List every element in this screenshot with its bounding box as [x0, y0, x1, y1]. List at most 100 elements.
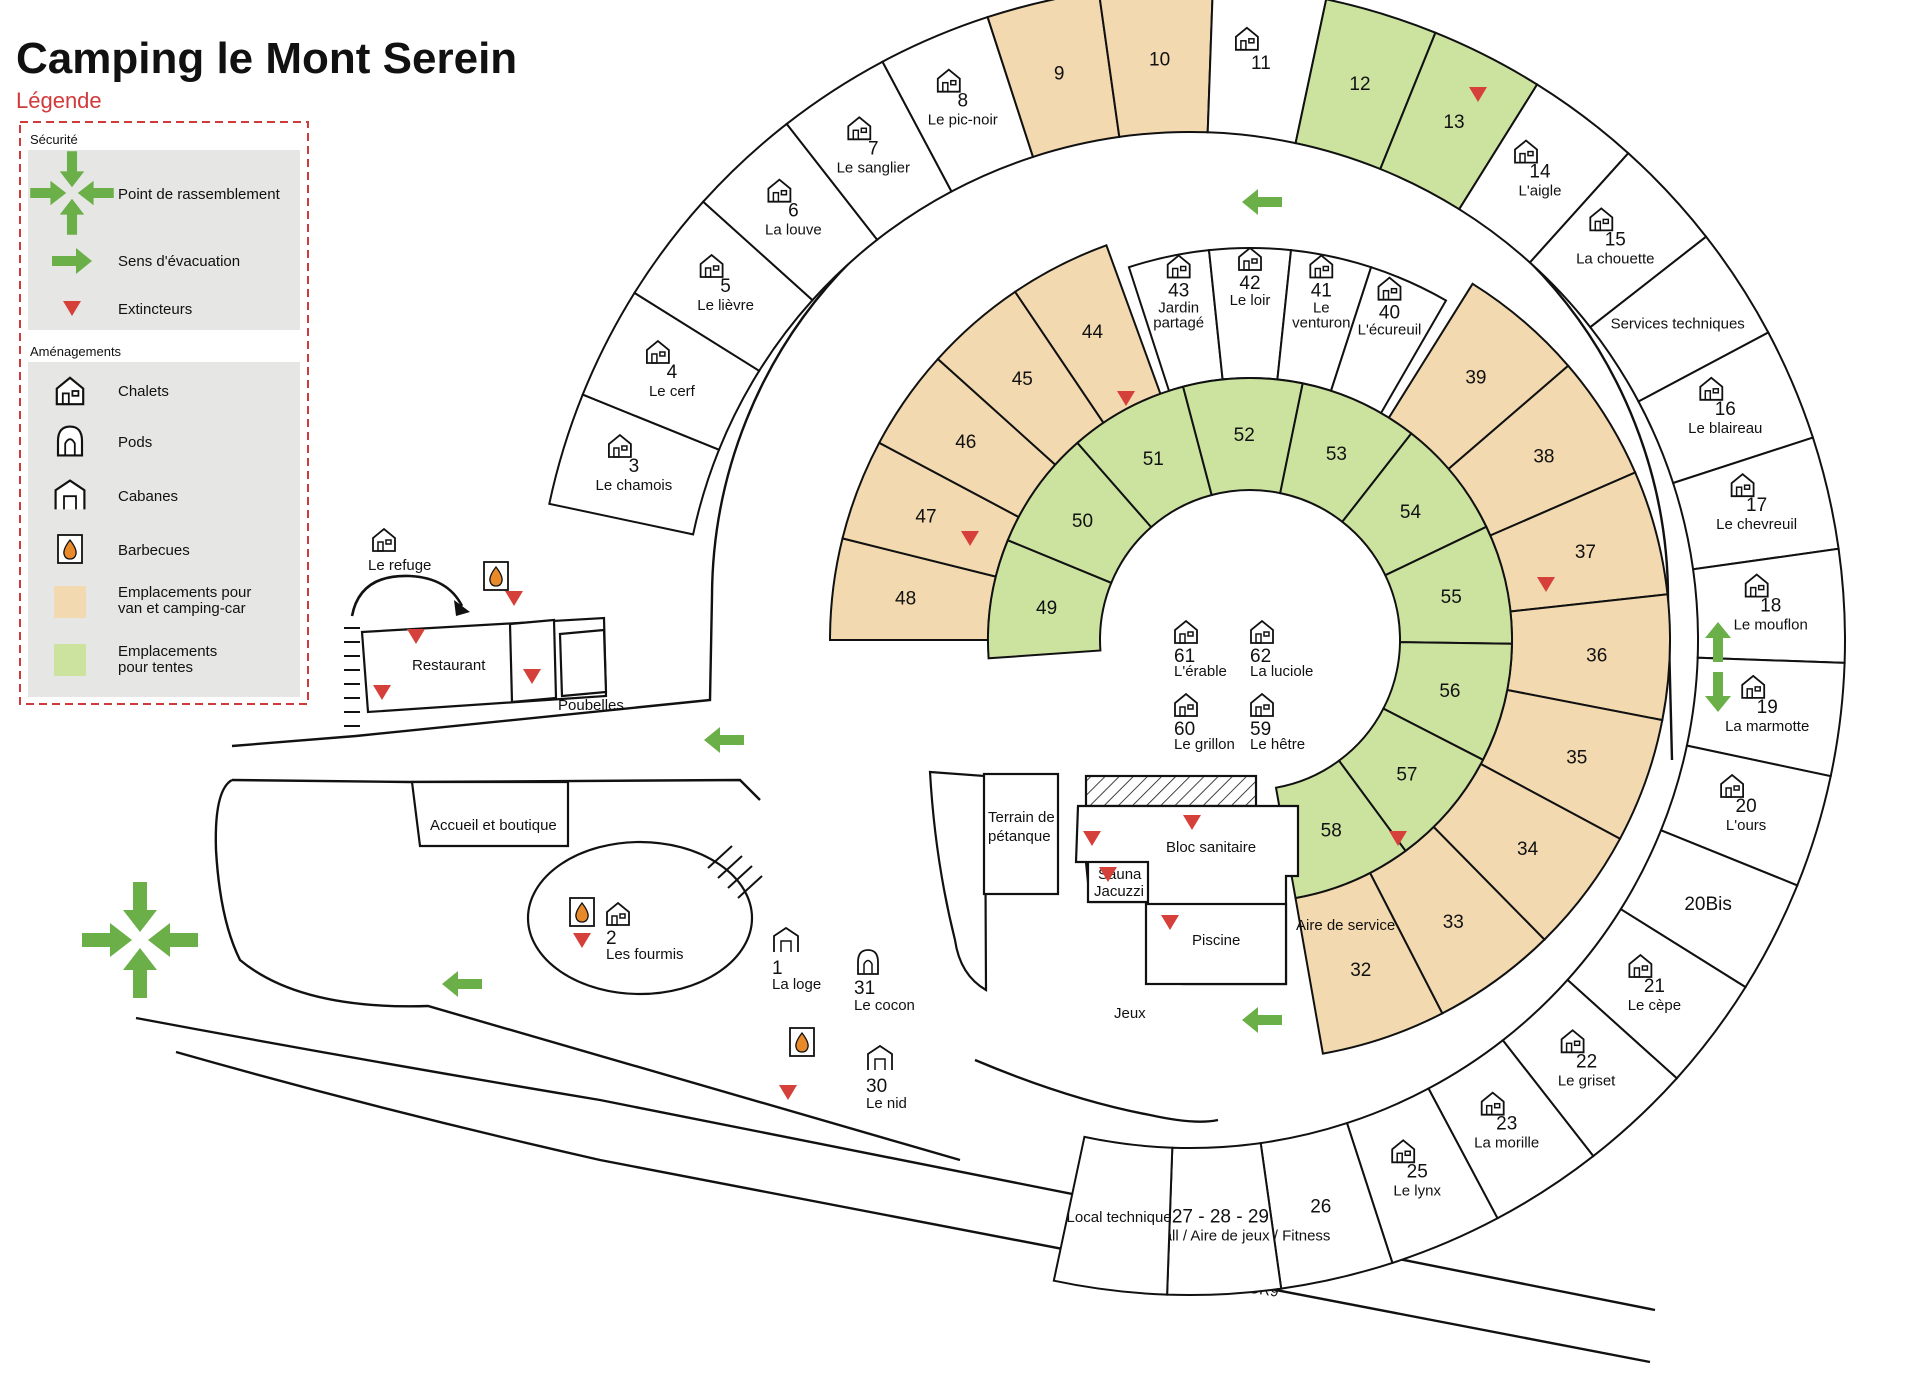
outer-pitch-name: Local technique — [1067, 1209, 1172, 1226]
outer-pitch-name: La chouette — [1576, 250, 1654, 267]
outer-pitch-number: 21 — [1644, 976, 1665, 997]
legend-label-pods: Pods — [118, 434, 152, 451]
van-pitch-number: 35 — [1566, 748, 1587, 769]
van-pitch-number: 33 — [1443, 912, 1464, 933]
road-loop-west — [214, 778, 961, 1162]
barbecue-icon — [483, 561, 509, 591]
van-pitch-number: 32 — [1350, 960, 1371, 981]
outer-pitch-number: 7 — [868, 138, 879, 159]
outer-pitch-number: 26 — [1310, 1197, 1331, 1218]
page-title: Camping le Mont Serein — [16, 34, 517, 83]
lower-unit-name: Le nid — [866, 1095, 907, 1112]
outer-pitch-name: Le chevreuil — [1716, 516, 1797, 533]
inner-chalet-number: 40 — [1379, 303, 1400, 324]
outer-pitch-number: 5 — [720, 276, 731, 297]
van-pitch-number: 38 — [1533, 447, 1554, 468]
van-pitch-swatch — [54, 586, 86, 618]
legend-label-cabins: Cabanes — [118, 488, 178, 505]
evacuation-arrow-icon — [704, 727, 744, 753]
inner-chalet-name: Le — [1313, 300, 1330, 317]
outer-pitch-name: Le sanglier — [837, 159, 910, 176]
outer-pitch-name: Services techniques — [1611, 315, 1745, 332]
van-pitch-number: 45 — [1012, 369, 1033, 390]
van-pitch-number: 39 — [1465, 368, 1486, 389]
outer-pitch-number: 16 — [1715, 399, 1736, 420]
outer-pitch-number: 14 — [1529, 162, 1551, 183]
pod-icon — [56, 425, 84, 457]
outer-pitch-number: 10 — [1149, 49, 1170, 70]
van-pitch-number: 48 — [895, 589, 916, 610]
legend-label-tent-line1: Emplacements — [118, 643, 217, 660]
road-edge — [231, 734, 357, 748]
inner-chalet-name: partagé — [1153, 315, 1204, 332]
legend-panel: Sécurité Point de rassemblement Sens d'é… — [19, 121, 309, 705]
west-crosswalk — [344, 627, 360, 727]
tent-pitch-number: 58 — [1321, 820, 1342, 841]
legend-label-barbecues: Barbecues — [118, 542, 190, 559]
van-pitch-number: 44 — [1082, 322, 1104, 343]
outer-pitch-number: 20Bis — [1684, 894, 1732, 915]
chalet-icon — [1250, 620, 1274, 644]
restaurant-annex — [508, 618, 558, 704]
outer-pitch-name: La louve — [765, 222, 822, 239]
lower-unit-name: Le cocon — [854, 997, 915, 1014]
refuge-label: Le refuge — [368, 557, 431, 574]
inner-chalet-number: 42 — [1239, 273, 1260, 294]
inner-chalet-name: L'écureuil — [1358, 322, 1422, 339]
outer-pitch-name: Le mouflon — [1734, 617, 1808, 634]
outer-pitch-name: Le cerf — [649, 383, 696, 400]
center-chalet-number: 59 — [1250, 719, 1271, 740]
outer-pitch-name: Le pic-noir — [928, 112, 998, 129]
evacuation-arrow-icon — [442, 971, 482, 997]
outer-pitch-number: 12 — [1349, 74, 1370, 95]
trail-lower — [175, 1050, 1651, 1364]
inner-chalet-number: 43 — [1168, 281, 1189, 302]
restaurant-label: Restaurant — [412, 657, 486, 674]
tent-pitch-number: 56 — [1439, 681, 1460, 702]
outer-pitch-number: 13 — [1443, 112, 1464, 133]
outer-pitch-name: Le blaireau — [1688, 420, 1762, 437]
facility-outline — [928, 770, 988, 992]
tent-pitch[interactable] — [1274, 759, 1407, 900]
outer-pitch-number: 20 — [1736, 796, 1757, 817]
center-chalet-name: La luciole — [1250, 663, 1313, 680]
pod-icon — [857, 949, 879, 975]
outer-pitch-number: 25 — [1407, 1161, 1428, 1182]
van-pitch-number: 36 — [1586, 645, 1607, 666]
outer-pitch[interactable] — [1052, 1135, 1174, 1296]
lower-unit-name: Les fourmis — [606, 946, 684, 963]
tent-pitch-number: 53 — [1326, 444, 1347, 465]
chalet-icon — [1174, 693, 1198, 717]
van-pitch-number: 37 — [1575, 542, 1596, 563]
service-area-label: Aire de service — [1296, 917, 1395, 934]
petanque-label-line2: pétanque — [988, 828, 1051, 845]
outer-pitch-name: Le lièvre — [697, 297, 754, 314]
outer-pitch-name: Le cèpe — [1628, 997, 1681, 1014]
chalet-icon — [372, 528, 396, 552]
roundabout-island — [526, 840, 754, 996]
outer-pitch-number: 9 — [1054, 63, 1065, 84]
lower-unit-number: 1 — [772, 958, 783, 979]
legend-label-tent-line2: pour tentes — [118, 659, 193, 676]
outer-pitch-name: Le griset — [1558, 1072, 1616, 1089]
tent-pitch-number: 49 — [1036, 598, 1057, 619]
sanitary-label: Bloc sanitaire — [1166, 839, 1256, 856]
petanque-court — [982, 772, 1060, 896]
center-chalet-number: 61 — [1174, 646, 1195, 667]
inner-road-bottom — [974, 1058, 1219, 1123]
pool-label: Piscine — [1192, 932, 1240, 949]
tent-pitch-number: 54 — [1400, 502, 1422, 523]
refuge-arrow-head — [454, 600, 470, 616]
reception-label: Accueil et boutique — [430, 817, 557, 834]
legend-label-assembly: Point de rassemblement — [118, 186, 281, 203]
center-facilities — [928, 770, 1300, 992]
outer-pitch-number: 6 — [788, 201, 799, 222]
van-pitch-number: 34 — [1517, 839, 1539, 860]
cabin-icon — [773, 927, 799, 953]
sauna-label-line2: Jacuzzi — [1094, 883, 1144, 900]
legend-amenities-heading: Aménagements — [30, 344, 122, 359]
inner-chalet-name: Jardin — [1158, 300, 1199, 317]
